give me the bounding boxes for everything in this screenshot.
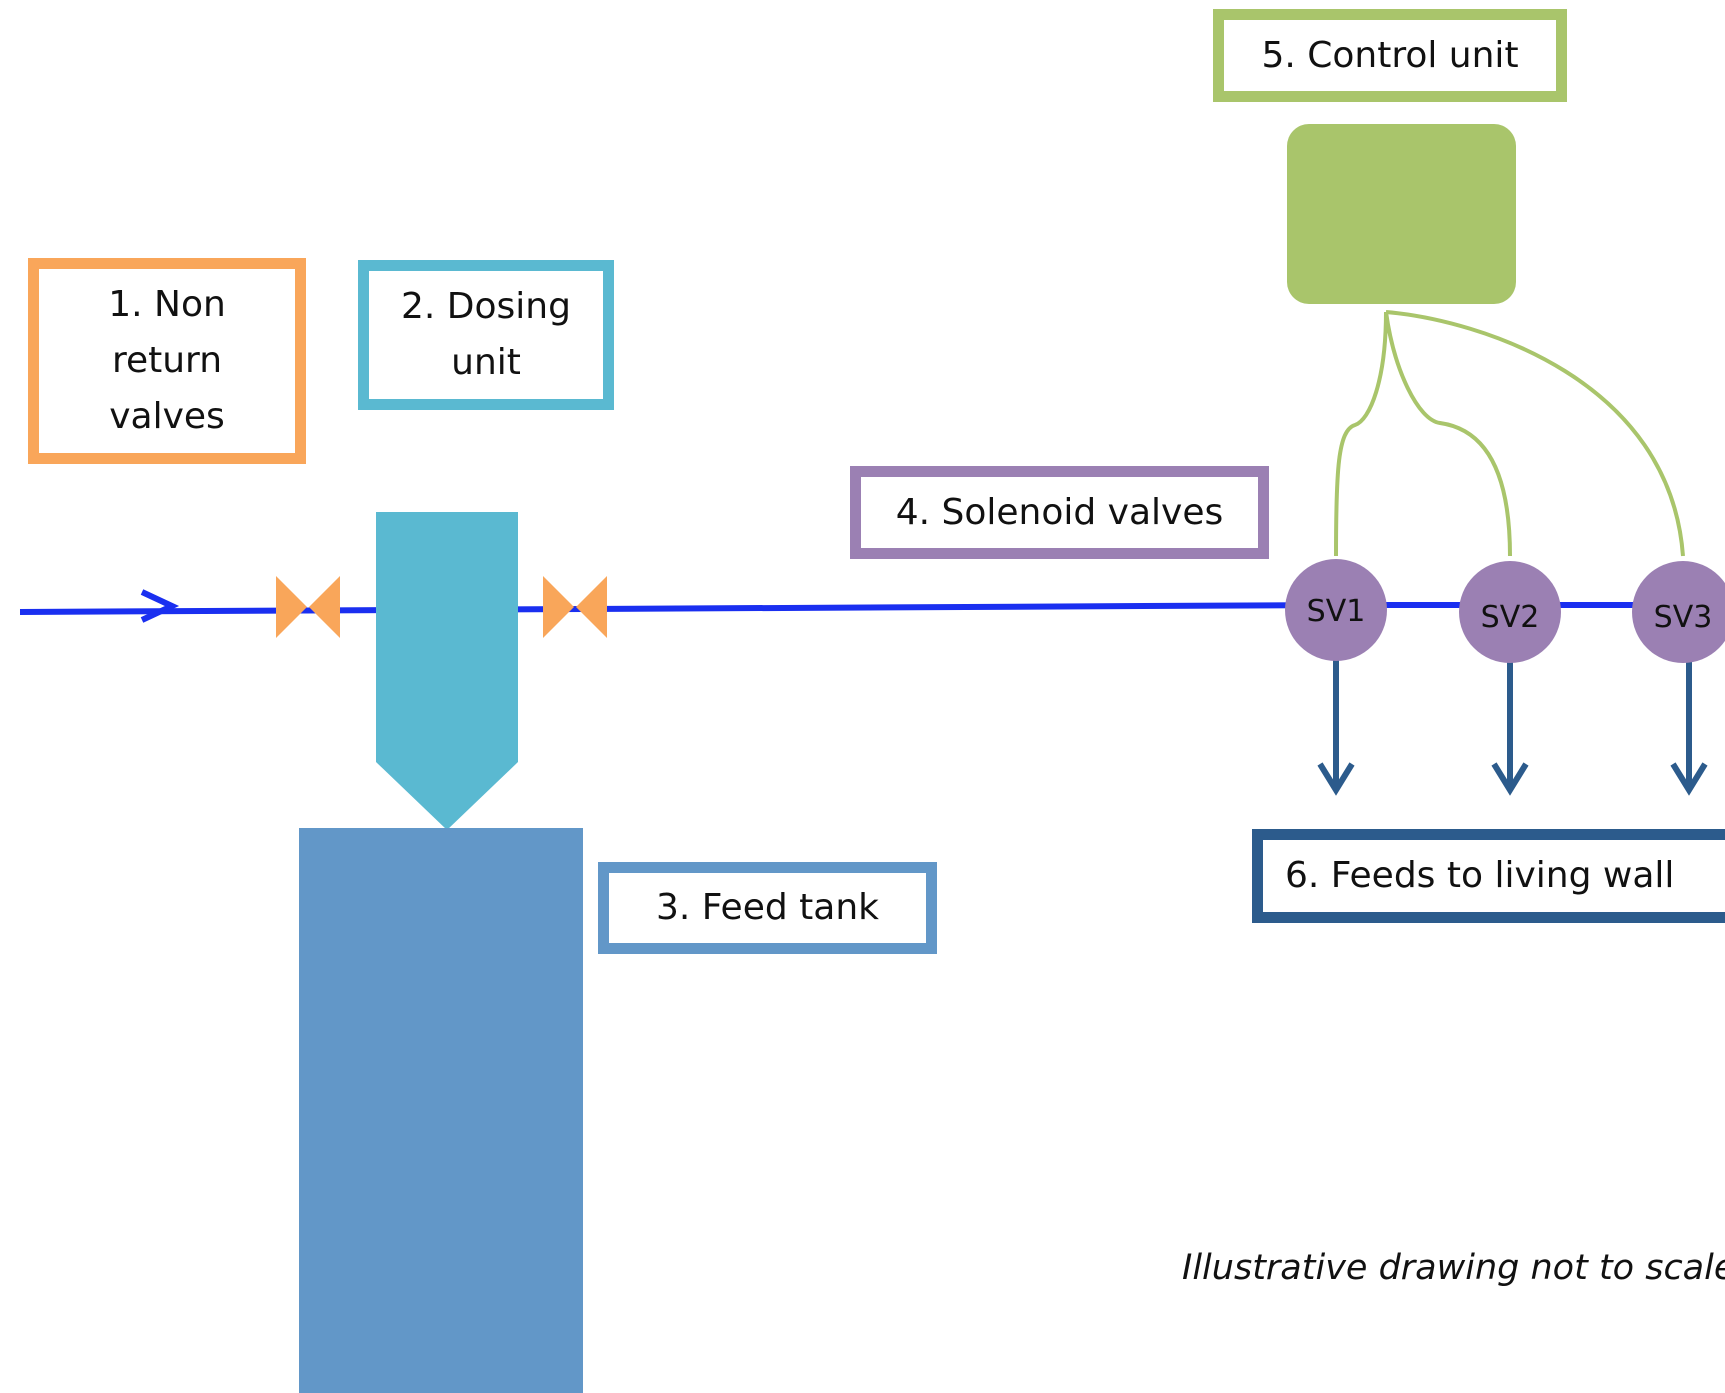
- sv3-label: SV3: [1654, 600, 1713, 635]
- inlet-pipe: [19, 602, 1341, 615]
- label-text: 3. Feed tank: [656, 887, 879, 928]
- label-text: 4. Solenoid valves: [895, 491, 1224, 533]
- label-line: 2. Dosing: [401, 286, 571, 327]
- control-wire-sv3: [1385, 310, 1685, 557]
- label-line: unit: [451, 342, 521, 383]
- solenoid-valve-sv3: SV3: [1632, 561, 1725, 663]
- feed-tank-shape: [299, 828, 583, 1393]
- label-dosing-unit: 2. Dosing unit: [358, 260, 614, 410]
- solenoid-valve-sv1: SV1: [1285, 559, 1387, 661]
- label-line: valves: [109, 396, 225, 437]
- label-non-return-valves: 1. Non return valves: [28, 258, 306, 464]
- label-text: 5. Control unit: [1261, 34, 1519, 76]
- arrow-down-icon: [1317, 660, 1355, 796]
- solenoid-valve-sv2: SV2: [1459, 561, 1561, 663]
- control-wires: [1334, 310, 1685, 557]
- control-wire-sv2: [1384, 311, 1512, 557]
- arrow-down-icon: [1491, 660, 1529, 796]
- bowtie-valve-icon: [543, 576, 607, 638]
- sv2-label: SV2: [1481, 600, 1540, 635]
- dosing-unit-shape: [376, 512, 518, 830]
- scale-note: Illustrative drawing not to scale: [1182, 1248, 1725, 1288]
- arrow-right-icon: [140, 589, 180, 623]
- label-text: 6. Feeds to living wall: [1285, 855, 1675, 896]
- label-control-unit: 5. Control unit: [1213, 9, 1567, 102]
- label-line: return: [111, 340, 223, 381]
- arrow-down-icon: [1670, 660, 1708, 796]
- control-wire-sv1: [1334, 311, 1388, 557]
- sv1-label: SV1: [1307, 594, 1366, 629]
- label-line: 1. Non: [108, 284, 226, 325]
- label-feed-tank: 3. Feed tank: [598, 862, 937, 954]
- bowtie-valve-icon: [276, 576, 340, 638]
- control-unit-box: [1287, 124, 1516, 304]
- label-solenoid-valves: 4. Solenoid valves: [850, 466, 1269, 559]
- label-feeds-to-living-wall: 6. Feeds to living wall: [1252, 829, 1725, 923]
